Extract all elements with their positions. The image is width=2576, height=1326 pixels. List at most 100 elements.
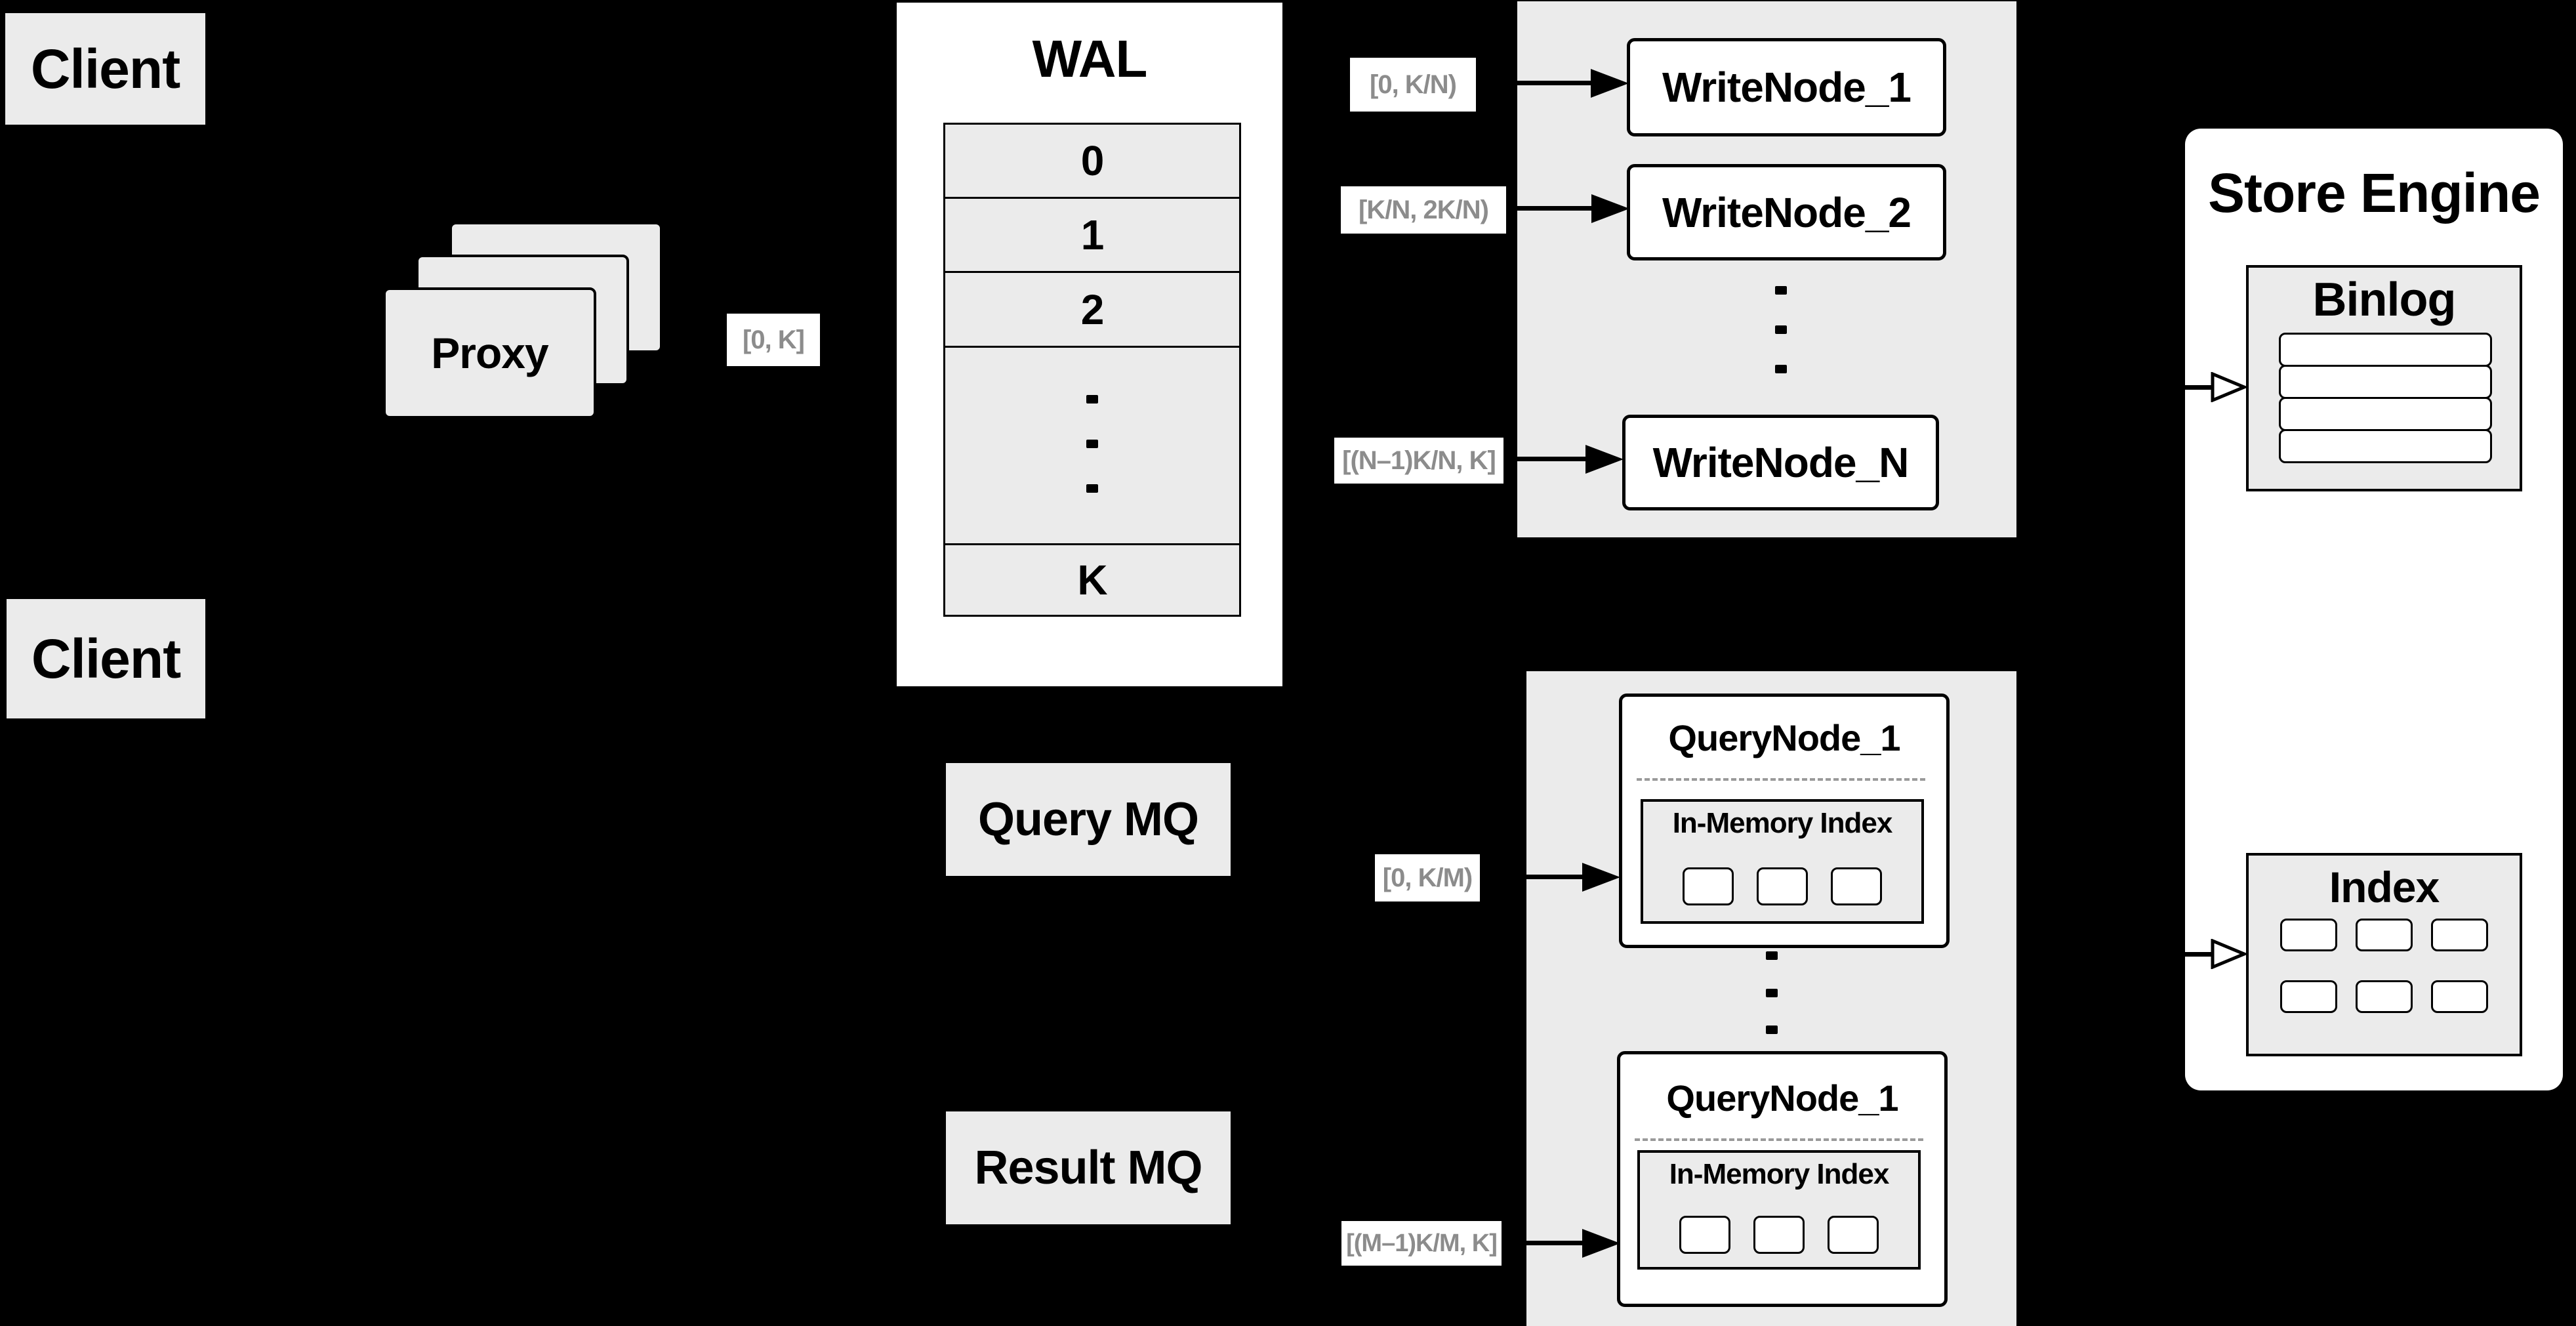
segment-row [1640, 1216, 1918, 1254]
index-title: Index [2329, 863, 2440, 911]
index-cell [2356, 980, 2413, 1013]
query-mq-label: Query MQ [977, 793, 1199, 846]
store-engine-title: Store Engine [2207, 162, 2541, 224]
wal-row-ellipsis [943, 346, 1241, 545]
query-mq-box: Query MQ [946, 763, 1231, 876]
imi-bottom-title-wrap: In-Memory Index [1640, 1158, 1918, 1191]
result-mq-label: Result MQ [974, 1142, 1202, 1194]
result-mq-box: Result MQ [946, 1111, 1231, 1224]
client-box-bottom: Client [7, 599, 205, 718]
index-title-wrap: Index [2249, 862, 2520, 912]
range-label-write-1-text: [0, K/N) [1370, 70, 1457, 99]
range-label-query-m: [(M–1)K/M, K] [1341, 1221, 1502, 1266]
binlog-box: Binlog [2246, 265, 2522, 491]
index-box: Index [2246, 853, 2522, 1056]
proxy-box: Proxy [383, 287, 596, 419]
arrowhead-to-querynode-1 [1582, 863, 1620, 892]
index-cell [2280, 980, 2337, 1013]
index-cell [2356, 919, 2413, 951]
binlog-row [2279, 397, 2492, 431]
writenode-2-box: WriteNode_2 [1627, 164, 1946, 260]
arrow-to-querynode-m [1502, 1241, 1582, 1245]
writenode-1-box: WriteNode_1 [1627, 38, 1946, 136]
range-label-proxy-out-text: [0, K] [743, 325, 805, 354]
binlog-title-wrap: Binlog [2249, 273, 2520, 327]
index-cell-row [2249, 919, 2520, 951]
arrowhead-to-writenode-1 [1591, 69, 1629, 98]
wal-row: 0 [943, 123, 1241, 199]
in-memory-index-box-bottom: In-Memory Index [1637, 1150, 1921, 1270]
writenode-2-label: WriteNode_2 [1662, 188, 1912, 236]
store-engine-panel: Store Engine Binlog Index [2185, 129, 2563, 1090]
hollow-arrowhead-index-icon [2211, 939, 2246, 969]
wal-row: 2 [943, 271, 1241, 348]
index-cell [2431, 980, 2488, 1013]
querynode-top-title: QueryNode_1 [1668, 717, 1900, 758]
binlog-row [2279, 333, 2492, 367]
wal-row-label: K [1077, 556, 1107, 604]
segment-cell [1683, 867, 1734, 905]
arrow-to-querynode-1 [1480, 875, 1582, 879]
querynode-bottom-box: QueryNode_1 In-Memory Index [1617, 1051, 1948, 1307]
index-cell [2280, 919, 2337, 951]
write-group-ellipsis-icon [1775, 365, 1787, 373]
querynode-top-box: QueryNode_1 In-Memory Index [1619, 694, 1950, 948]
range-label-write-2-text: [K/N, 2K/N) [1359, 195, 1489, 224]
writenode-n-box: WriteNode_N [1622, 415, 1939, 510]
binlog-row [2279, 429, 2492, 463]
range-label-write-1: [0, K/N) [1350, 58, 1476, 112]
querynode-bottom-title: QueryNode_1 [1666, 1077, 1898, 1119]
segment-cell [1757, 867, 1808, 905]
binlog-rows [2279, 333, 2492, 463]
arrow-to-writenode-n [1503, 457, 1585, 461]
range-label-write-2: [K/N, 2K/N) [1341, 186, 1506, 234]
wal-title-wrap: WAL [897, 29, 1282, 89]
wal-row-label: 2 [1080, 285, 1105, 333]
wal-panel: WAL 0 1 2 K [897, 3, 1282, 686]
range-label-query-1-text: [0, K/M) [1382, 863, 1473, 892]
arrowhead-to-writenode-2 [1591, 194, 1629, 223]
arrowhead-to-querynode-m [1582, 1229, 1620, 1258]
arrow-to-binlog [2185, 385, 2213, 390]
querynode-bottom-divider [1635, 1138, 1923, 1141]
in-memory-index-bottom-title: In-Memory Index [1669, 1158, 1890, 1190]
segment-cell [1679, 1216, 1730, 1254]
wal-row: 1 [943, 197, 1241, 273]
segment-cell [1831, 867, 1882, 905]
range-label-write-n: [(N–1)K/N, K] [1334, 438, 1503, 484]
index-cell-row [2249, 980, 2520, 1013]
index-cell [2431, 919, 2488, 951]
arrow-to-index [2185, 952, 2213, 957]
segment-cell [1828, 1216, 1879, 1254]
segment-row [1643, 867, 1921, 905]
wal-title: WAL [1032, 30, 1148, 88]
wal-row: K [943, 543, 1241, 617]
client-box-top: Client [5, 13, 205, 125]
querynode-top-title-wrap: QueryNode_1 [1622, 716, 1946, 759]
hollow-arrowhead-binlog-icon [2211, 372, 2246, 402]
range-label-proxy-out: [0, K] [727, 314, 820, 366]
wal-row-label: 0 [1080, 137, 1105, 184]
query-group-ellipsis-icon [1766, 951, 1778, 960]
store-engine-title-wrap: Store Engine [2185, 161, 2563, 225]
arrow-to-writenode-2 [1506, 206, 1591, 211]
querynode-bottom-title-wrap: QueryNode_1 [1620, 1077, 1944, 1119]
query-group-ellipsis-icon [1766, 1026, 1778, 1034]
client-bottom-label: Client [31, 627, 181, 690]
write-group-ellipsis-icon [1775, 286, 1787, 295]
in-memory-index-top-title: In-Memory Index [1672, 807, 1893, 839]
in-memory-index-box-top: In-Memory Index [1641, 799, 1924, 924]
writenode-n-label: WriteNode_N [1652, 439, 1910, 486]
arrowhead-to-writenode-n [1585, 445, 1624, 474]
range-label-query-m-text: [(M–1)K/M, K] [1346, 1229, 1498, 1257]
range-label-query-1: [0, K/M) [1375, 854, 1480, 901]
arrow-to-writenode-1 [1476, 81, 1591, 85]
querynode-top-divider [1637, 778, 1925, 781]
wal-table: 0 1 2 K [943, 123, 1241, 617]
writenode-1-label: WriteNode_1 [1662, 64, 1912, 111]
binlog-title: Binlog [2312, 274, 2457, 326]
client-top-label: Client [30, 37, 180, 100]
query-group-ellipsis-icon [1766, 989, 1778, 997]
proxy-label: Proxy [431, 329, 548, 377]
